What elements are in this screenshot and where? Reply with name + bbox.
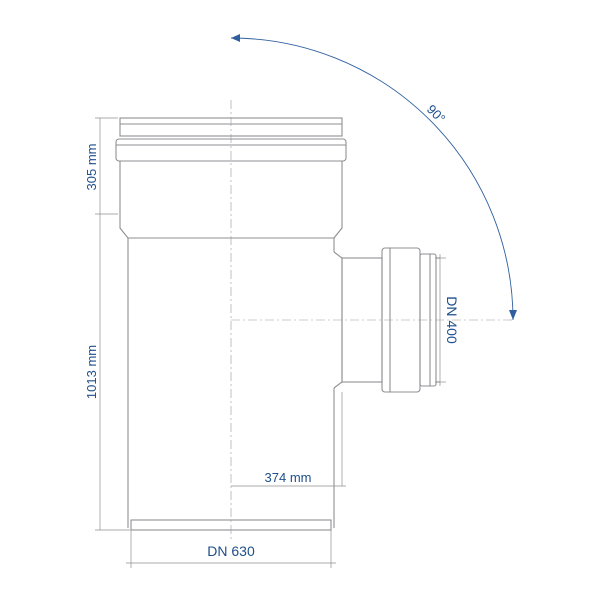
- angle-arc: [230, 37, 514, 321]
- branch-offset-dimension: [231, 392, 346, 487]
- branch-diameter-dimension: [435, 254, 446, 386]
- total-length-label: 1013 mm: [84, 345, 99, 399]
- socket-barrel: [119, 161, 343, 528]
- angle-label: 90°: [424, 102, 449, 127]
- angle-arrow-right: [509, 310, 517, 320]
- main-diameter-label: DN 630: [207, 543, 255, 559]
- branch-diameter-label: DN 400: [444, 296, 460, 344]
- main-diameter-dimension: [126, 530, 336, 568]
- socket-depth-label: 305 mm: [84, 144, 99, 191]
- angle-arrow-top: [231, 34, 240, 42]
- left-dimension-lines: [95, 117, 130, 531]
- branch-offset-label: 374 mm: [265, 470, 312, 485]
